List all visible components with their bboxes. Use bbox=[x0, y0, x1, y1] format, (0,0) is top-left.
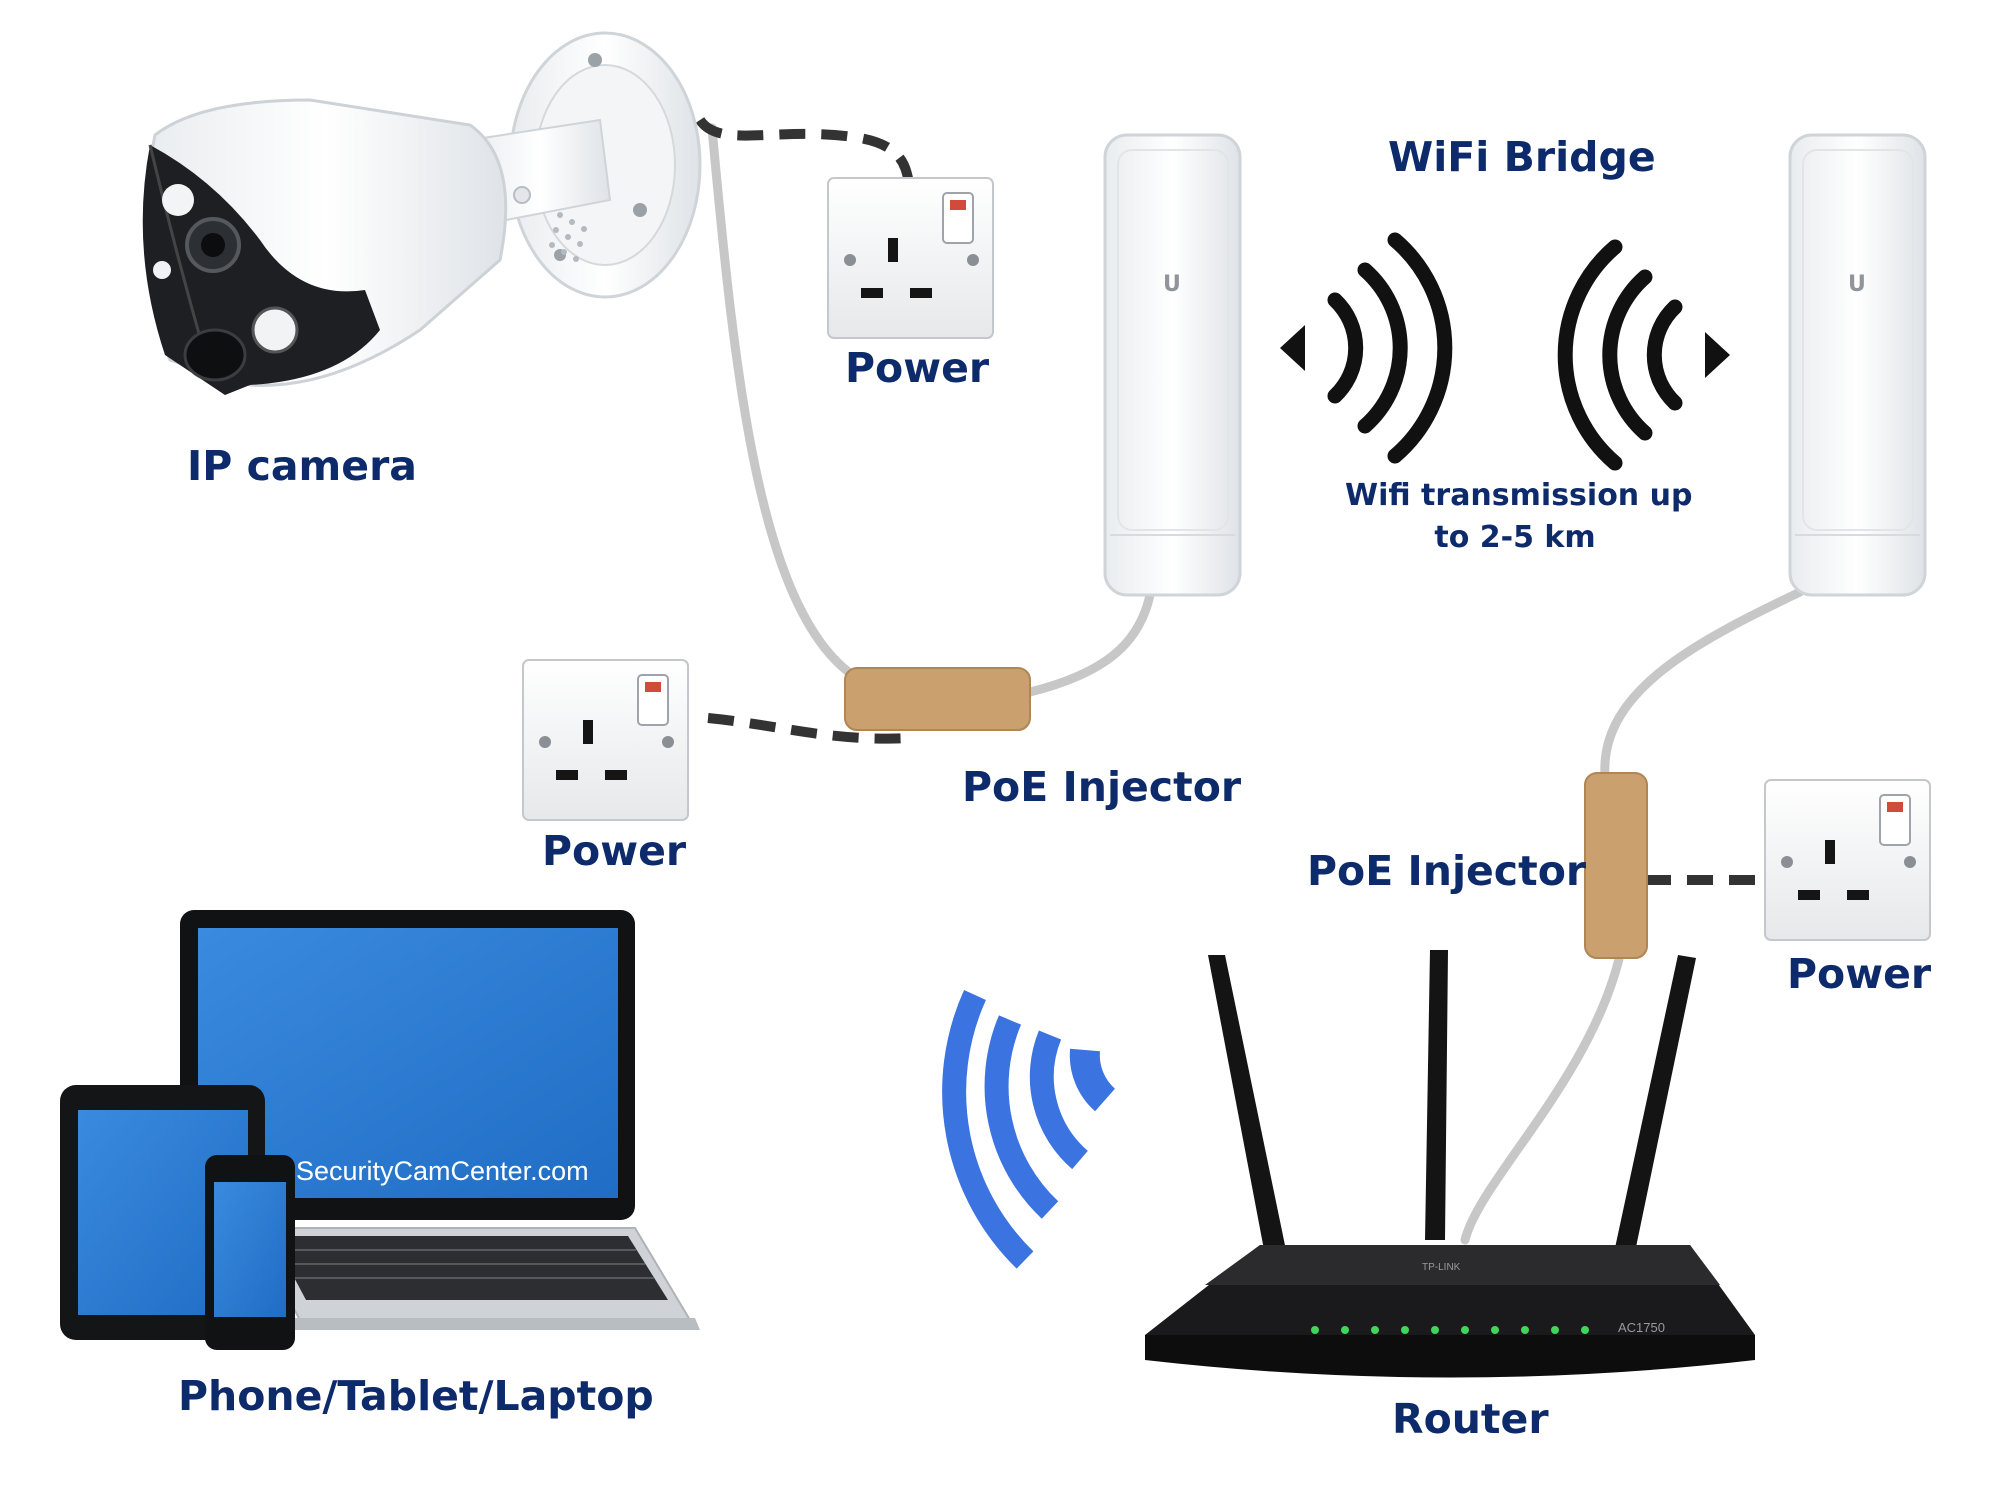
poe-injector-icon bbox=[1584, 772, 1648, 959]
cable-right-bridge-to-right-poe bbox=[1600, 587, 1805, 780]
ip-camera-icon bbox=[142, 31, 702, 395]
laptop-screen-watermark: SecurityCamCenter.com bbox=[296, 1156, 589, 1186]
wifi-bridge-label: WiFi Bridge bbox=[1388, 133, 1656, 181]
laptop-icon bbox=[180, 910, 700, 1330]
poe-injector-label-right: PoE Injector bbox=[1307, 847, 1587, 895]
poe-injector-label-left: PoE Injector bbox=[962, 763, 1242, 811]
wifi-transmission-line1: Wifi transmission up bbox=[1345, 478, 1693, 513]
cable-right-poe-to-router bbox=[1460, 950, 1625, 1245]
power-label-right: Power bbox=[1787, 950, 1932, 998]
cable-left-poe-to-left-bridge bbox=[1025, 590, 1155, 697]
wifi-bridge-antenna-icon bbox=[1788, 133, 1927, 597]
power-cable-left-poe bbox=[707, 713, 911, 744]
ip-camera-label: IP camera bbox=[187, 442, 417, 490]
wall-socket-icon bbox=[827, 177, 994, 339]
phone-icon bbox=[205, 1155, 295, 1350]
power-cable-camera bbox=[695, 116, 913, 180]
wifi-signal-icon bbox=[1280, 232, 1453, 464]
power-cables bbox=[695, 116, 1765, 885]
router-model-text: AC1750 bbox=[1618, 1320, 1665, 1335]
wall-socket-icon bbox=[522, 659, 689, 821]
power-label-left: Power bbox=[542, 827, 687, 875]
wifi-signal-icon bbox=[942, 990, 1116, 1269]
wall-socket-icon bbox=[1764, 779, 1931, 941]
power-label-top: Power bbox=[845, 344, 990, 392]
wifi-signal-icon bbox=[1557, 239, 1730, 471]
poe-injector-icon bbox=[844, 667, 1031, 731]
wifi-transmission-line2: to 2-5 km bbox=[1434, 520, 1596, 555]
wifi-transmission-label: Wifi transmission up to 2-5 km bbox=[1345, 475, 1692, 559]
cable-camera-to-left-poe bbox=[707, 123, 865, 685]
wifi-bridge-antenna-icon bbox=[1103, 133, 1242, 597]
router-icon bbox=[1145, 950, 1755, 1378]
ethernet-cables bbox=[707, 123, 1805, 1245]
bridge-logo-left: U bbox=[1163, 272, 1181, 297]
router-label: Router bbox=[1392, 1395, 1549, 1443]
bridge-logo-right: U bbox=[1848, 272, 1866, 297]
router-brand-text: TP-LINK bbox=[1422, 1262, 1461, 1273]
devices-label: Phone/Tablet/Laptop bbox=[178, 1372, 654, 1420]
